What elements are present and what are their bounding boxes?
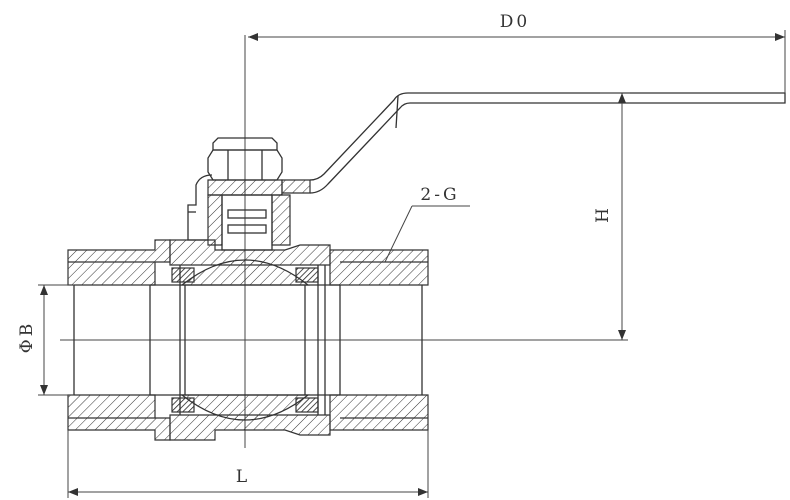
bore-label: ΦB (17, 321, 37, 353)
thread-label: 2-G (420, 185, 459, 205)
seat-ring (295, 267, 319, 283)
stem-nut (207, 137, 283, 196)
h-label: H (593, 205, 613, 223)
length-label: L (236, 467, 250, 487)
right-end-body (329, 249, 429, 431)
ball (150, 259, 340, 421)
seat-ring (295, 397, 319, 413)
thread-leader-line (384, 205, 413, 263)
seat-ring (171, 397, 195, 413)
handle-lever (281, 92, 786, 194)
stem-assembly (187, 174, 291, 251)
left-end-body (67, 239, 171, 441)
d0-label: D0 (500, 12, 530, 32)
seat-ring (171, 267, 195, 283)
